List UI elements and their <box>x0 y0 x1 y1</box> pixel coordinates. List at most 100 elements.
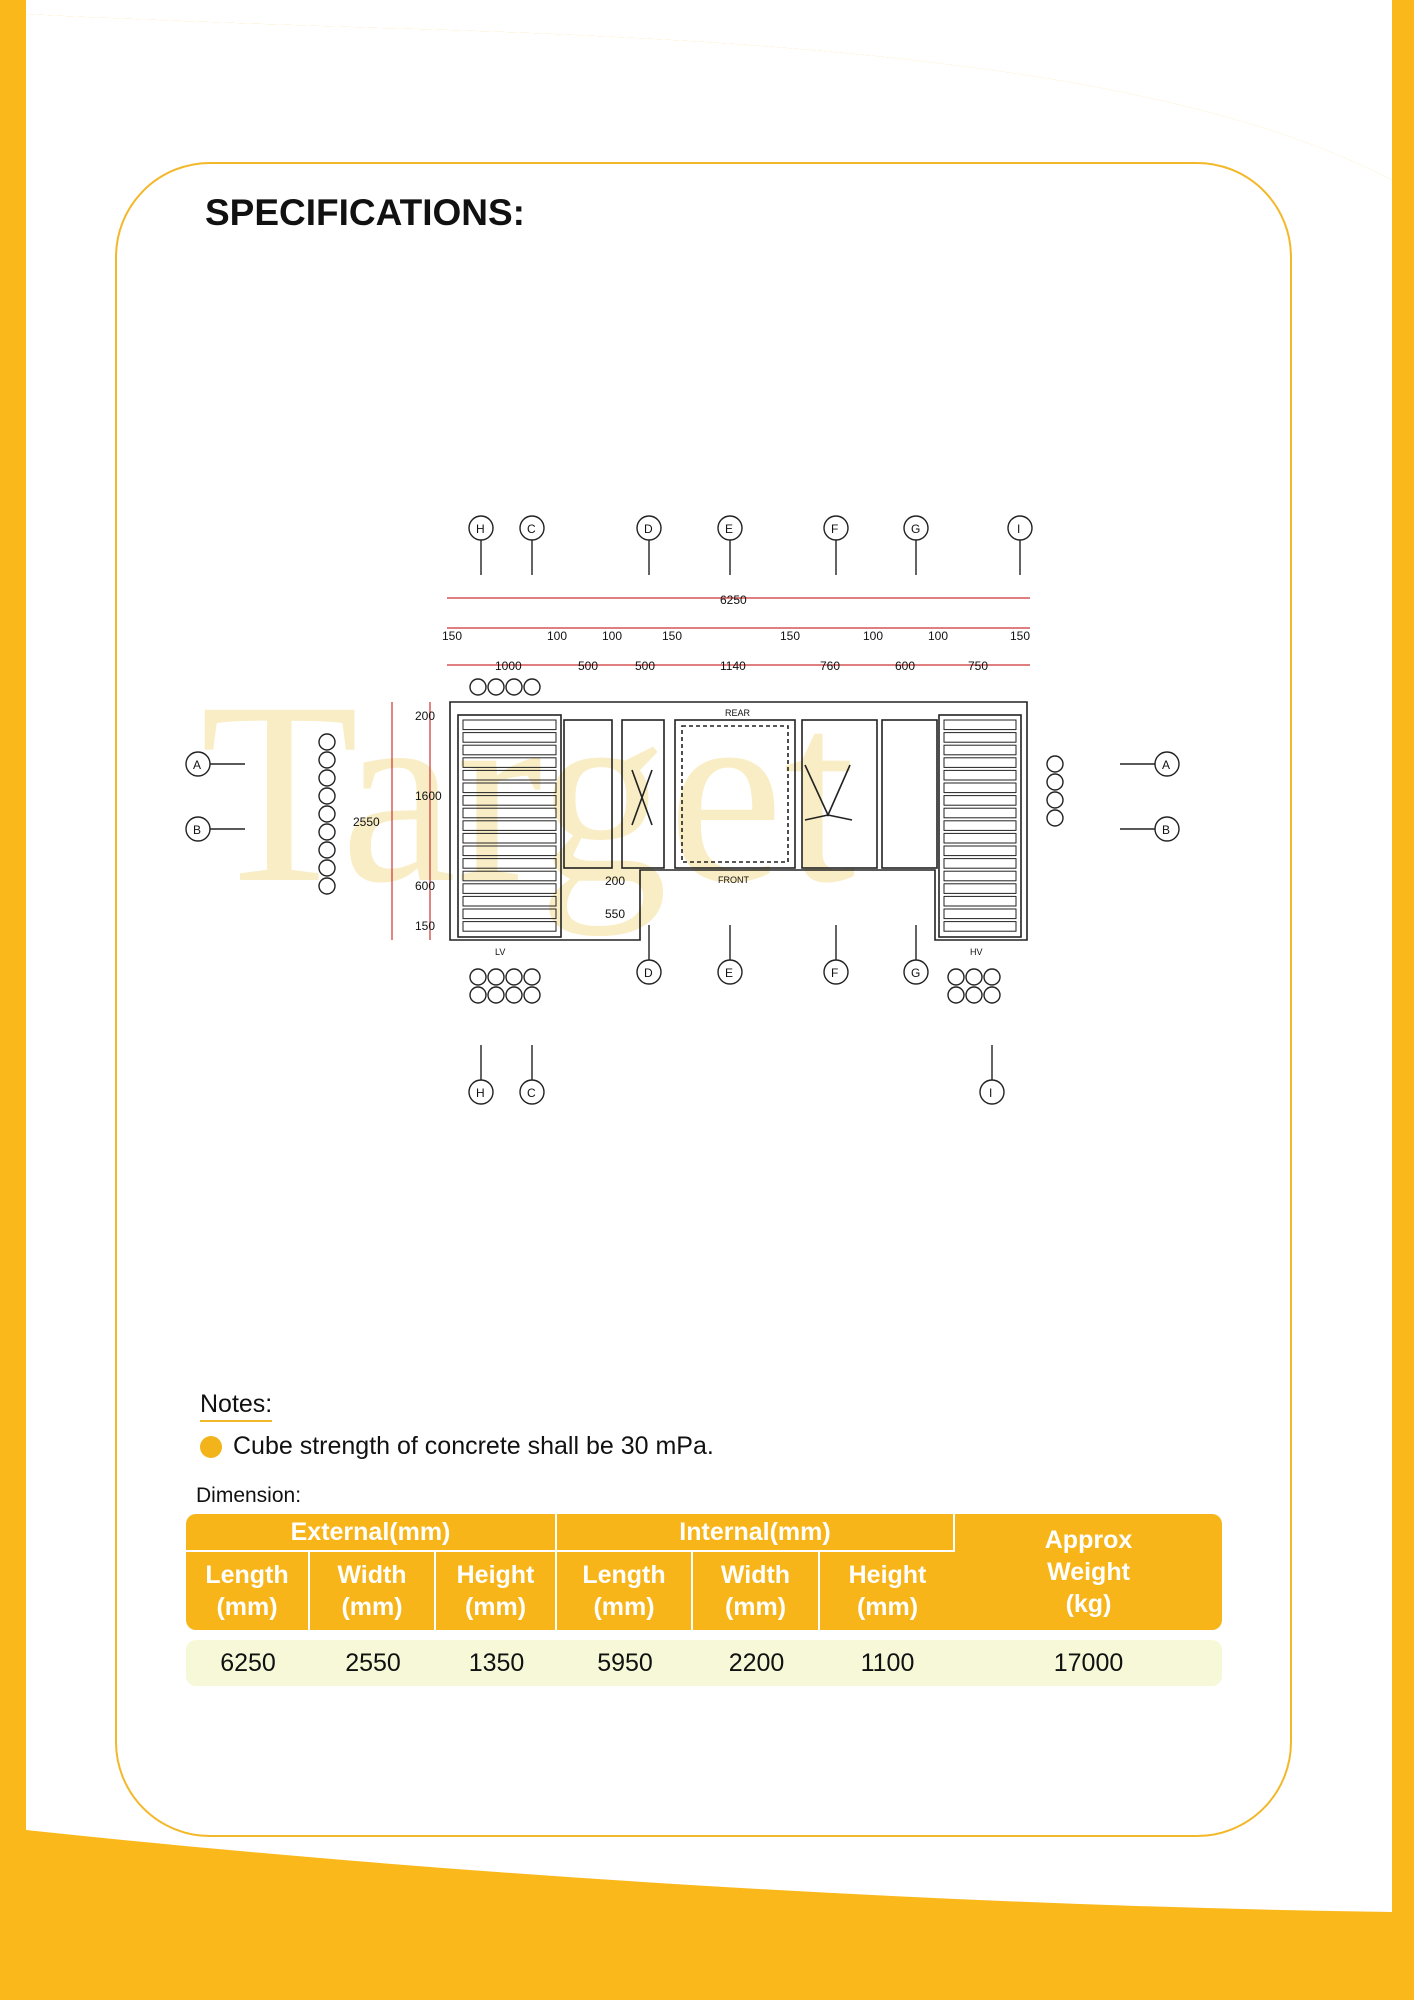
weight-header: Approx Weight (kg) <box>955 1514 1222 1630</box>
hv-panel-slat <box>943 883 1017 894</box>
lv-panel-slat <box>462 757 557 768</box>
val-ext-length: 6250 <box>186 1640 310 1686</box>
lv-panel-slat <box>462 744 557 756</box>
group-external: External(mm) <box>186 1514 557 1552</box>
dim-seg-7: 750 <box>968 659 988 673</box>
hv-panel-slat <box>943 744 1017 756</box>
svg-text:D: D <box>644 522 653 536</box>
layout-drawing: Target 6250 150 100 100 150 150 <box>185 515 1180 1105</box>
table-gap <box>186 1630 1222 1640</box>
axis-top-g: G <box>903 515 929 575</box>
opening-5 <box>881 719 938 869</box>
dim-top-5: 150 <box>780 629 800 643</box>
svg-text:A: A <box>193 758 201 772</box>
main-opening <box>674 719 796 869</box>
svg-text:F: F <box>831 966 838 980</box>
main-opening-inner <box>681 725 789 863</box>
axis-bottom-h: H <box>468 1045 494 1105</box>
lv-panel-slat <box>462 845 557 857</box>
hv-panel-slat <box>943 807 1017 819</box>
cable-circles <box>318 678 1064 1004</box>
hv-panel-slat <box>943 832 1017 844</box>
axis-top-h: H <box>468 515 494 575</box>
note-item: Cube strength of concrete shall be 30 mP… <box>200 1432 714 1461</box>
label-rear: REAR <box>725 708 751 718</box>
svg-text:A: A <box>1162 758 1170 772</box>
axis-right-b: B <box>1120 816 1180 842</box>
col-int-length: Length(mm) <box>557 1552 693 1630</box>
top-white-wave <box>26 0 1392 180</box>
dimension-label: Dimension: <box>196 1484 302 1507</box>
axis-top-e: E <box>717 515 743 575</box>
axis-bottom-c: C <box>519 1045 545 1105</box>
dim-top-7: 100 <box>928 629 948 643</box>
col-int-height: Height(mm) <box>820 1552 955 1630</box>
hv-panel-slat <box>943 895 1017 907</box>
dim-top-6: 100 <box>863 629 883 643</box>
hv-panel-slat <box>943 921 1017 932</box>
opening-2 <box>621 719 665 869</box>
dim-top-8: 150 <box>1010 629 1030 643</box>
svg-text:B: B <box>193 823 201 837</box>
lv-panel-slat <box>462 719 557 731</box>
lv-panel-slat <box>462 807 557 819</box>
label-front: FRONT <box>718 875 749 885</box>
dim-center-2: 550 <box>605 907 625 921</box>
dim-overall: 6250 <box>720 593 747 607</box>
val-weight: 17000 <box>955 1640 1222 1686</box>
lv-panel-slat <box>462 832 557 844</box>
lv-panel-slat <box>462 895 557 907</box>
lv-panel <box>457 714 562 938</box>
dim-center-1: 200 <box>605 874 625 888</box>
dim-side-4: 150 <box>415 919 435 933</box>
opening-4-cross <box>804 764 853 821</box>
hv-panel-slat <box>943 719 1017 731</box>
group-internal: Internal(mm) <box>557 1514 955 1552</box>
axis-left-a: A <box>185 751 245 777</box>
svg-text:H: H <box>476 522 485 536</box>
notes-heading: Notes: <box>200 1390 273 1422</box>
axis-mid-f: F <box>823 925 849 985</box>
dim-top-3: 100 <box>602 629 622 643</box>
hv-panel-slat <box>943 795 1017 806</box>
dim-seg-2: 500 <box>578 659 598 673</box>
val-ext-width: 2550 <box>310 1640 436 1686</box>
svg-text:B: B <box>1162 823 1170 837</box>
bullet-dot-icon <box>200 1435 222 1458</box>
table-row: 6250 2550 1350 5950 2200 1100 17000 <box>186 1640 1222 1686</box>
lv-panel-slat <box>462 820 557 831</box>
page-title: SPECIFICATIONS: <box>205 192 525 233</box>
axis-top-i: I <box>1007 515 1033 575</box>
hv-panel-slat <box>943 845 1017 857</box>
dim-seg-5: 760 <box>820 659 840 673</box>
label-hv: HV <box>970 947 983 957</box>
hv-panel-slat <box>943 820 1017 831</box>
col-ext-width: Width(mm) <box>310 1552 436 1630</box>
svg-text:C: C <box>527 522 536 536</box>
svg-text:F: F <box>831 522 838 536</box>
svg-text:C: C <box>527 1086 536 1100</box>
col-int-width: Width(mm) <box>693 1552 820 1630</box>
axis-left-b: B <box>185 816 245 842</box>
svg-text:G: G <box>911 966 920 980</box>
dim-top-2: 100 <box>547 629 567 643</box>
lv-panel-slat <box>462 921 557 932</box>
opening-2-cross <box>631 769 653 826</box>
axis-top-f: F <box>823 515 849 575</box>
opening-1 <box>563 719 613 869</box>
lv-panel-slat <box>462 795 557 806</box>
svg-text:E: E <box>725 522 733 536</box>
val-int-length: 5950 <box>557 1640 693 1686</box>
lv-panel-slat <box>462 883 557 894</box>
dim-side-3: 600 <box>415 879 435 893</box>
hv-panel-slat <box>943 769 1017 781</box>
axis-bottom-i: I <box>979 1045 1005 1105</box>
axis-right-a: A <box>1120 751 1180 777</box>
lv-panel-slat <box>462 858 557 869</box>
val-int-height: 1100 <box>820 1640 955 1686</box>
axis-mid-g: G <box>903 925 929 985</box>
svg-text:I: I <box>989 1086 992 1100</box>
col-ext-length: Length(mm) <box>186 1552 310 1630</box>
dim-top-4: 150 <box>662 629 682 643</box>
axis-mid-d: D <box>636 925 662 985</box>
